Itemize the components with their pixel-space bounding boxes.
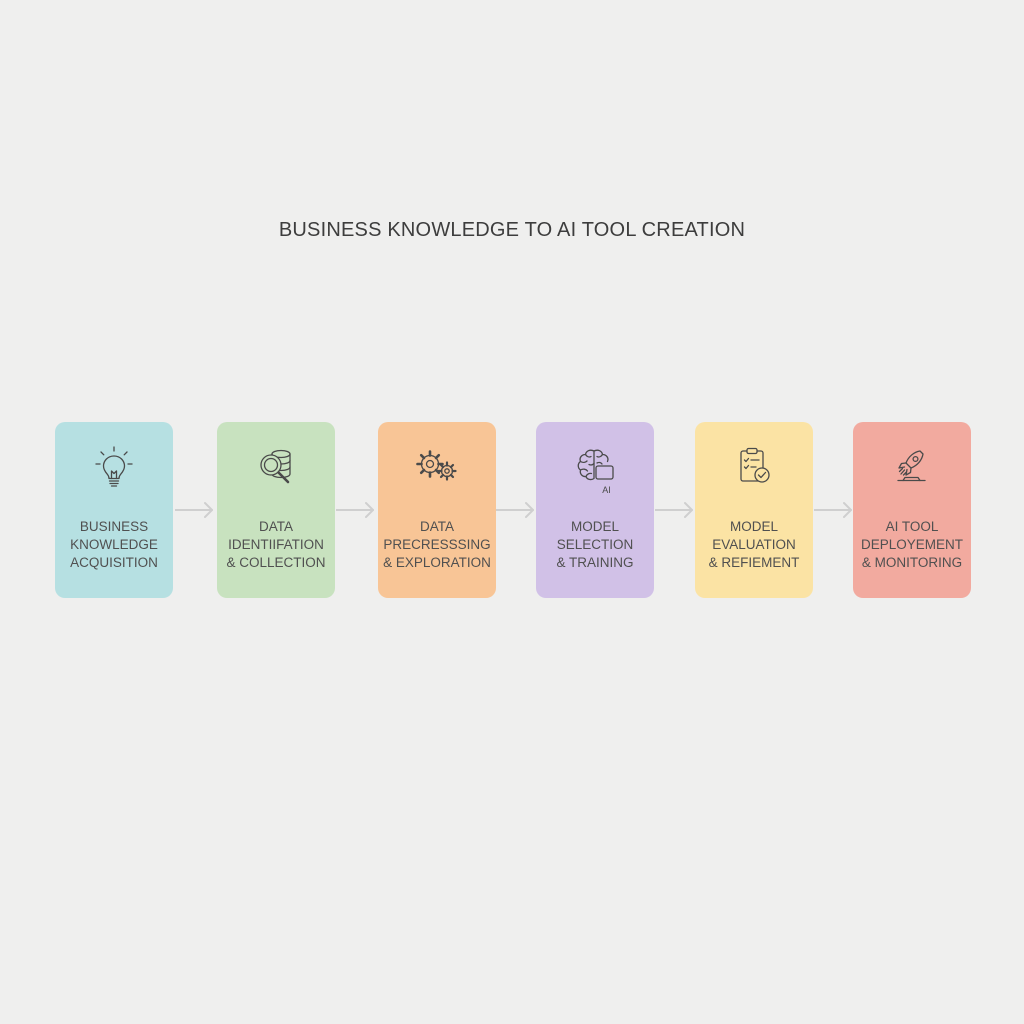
step-label: BUSINESS KNOWLEDGE ACQUISITION <box>70 519 158 570</box>
ai-badge-text: AI <box>602 485 611 495</box>
step-card-model-selection: AI MODEL SELECTION & TRAINING <box>536 422 654 598</box>
arrow-connector <box>336 498 376 522</box>
process-flow: BUSINESS KNOWLEDGE ACQUISITION DATA IDEN… <box>0 422 1024 598</box>
clipboard-check-icon <box>695 440 813 494</box>
step-card-ai-tool-deployment: AI TOOL DEPLOYEMENT & MONITORING <box>853 422 971 598</box>
step-label: MODEL EVALUATION & REFIEMENT <box>708 519 800 570</box>
step-card-business-knowledge: BUSINESS KNOWLEDGE ACQUISITION <box>55 422 173 598</box>
database-search-icon <box>217 440 335 494</box>
rocket-icon <box>853 440 971 494</box>
arrow-connector <box>655 498 695 522</box>
step-label: AI TOOL DEPLOYEMENT & MONITORING <box>860 519 964 570</box>
brain-ai-icon: AI <box>536 440 654 495</box>
step-card-data-identification: DATA IDENTIIFATION & COLLECTION <box>217 422 335 598</box>
arrow-connector <box>814 498 854 522</box>
arrow-connector <box>496 498 536 522</box>
arrow-connector <box>175 498 215 522</box>
diagram-title: BUSINESS KNOWLEDGE TO AI TOOL CREATION <box>278 219 746 241</box>
step-card-model-evaluation: MODEL EVALUATION & REFIEMENT <box>695 422 813 598</box>
step-label: DATA PRECRESSSING & EXPLORATION <box>383 519 491 570</box>
lightbulb-icon <box>55 440 173 494</box>
gears-icon <box>378 440 496 494</box>
step-label: DATA IDENTIIFATION & COLLECTION <box>226 519 326 570</box>
step-card-data-processing: DATA PRECRESSSING & EXPLORATION <box>378 422 496 598</box>
step-label: MODEL SELECTION & TRAINING <box>556 519 634 570</box>
